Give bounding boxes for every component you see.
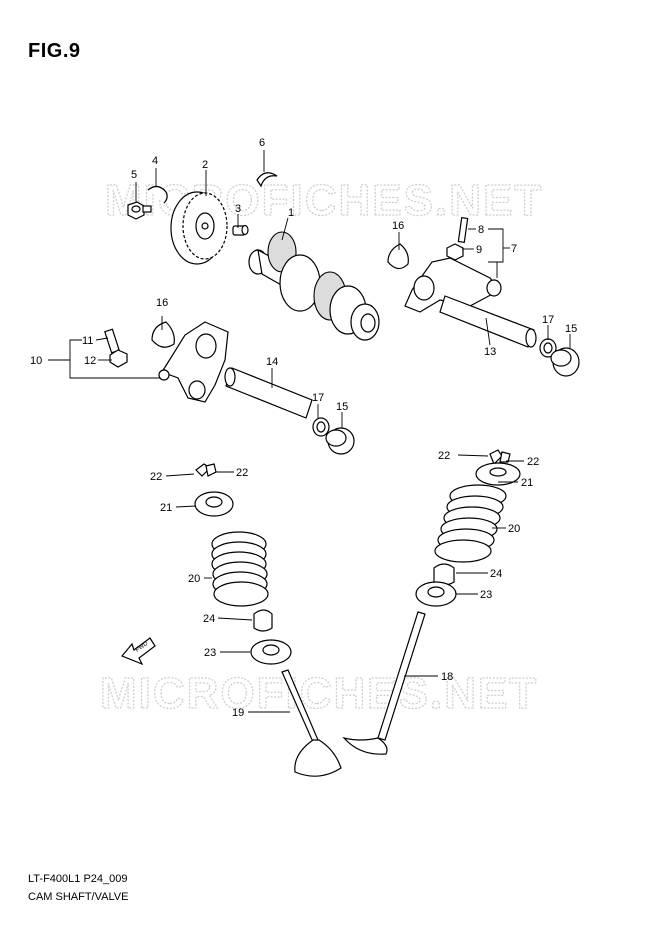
- callout-3: 3: [235, 203, 241, 215]
- callout-7: 7: [511, 243, 517, 255]
- callout-13: 13: [484, 346, 496, 358]
- callout-14: 14: [266, 356, 278, 368]
- callout-17-left: 17: [312, 392, 324, 404]
- callout-9: 9: [476, 244, 482, 256]
- figure-code: LT-F400L1 P24_009: [28, 873, 128, 885]
- valve-train-right-part: [342, 449, 521, 755]
- circlip-part: [256, 172, 278, 188]
- callout-24-left: 24: [203, 613, 215, 625]
- callout-22-right-b: 22: [527, 456, 539, 468]
- sprocket-bolt-part: [127, 201, 152, 220]
- cover-gasket-right-part: [387, 243, 409, 270]
- callout-20-right: 20: [508, 523, 520, 535]
- rocker-arm-right-part: [404, 217, 580, 377]
- callout-21-left: 21: [160, 502, 172, 514]
- callout-2: 2: [202, 159, 208, 171]
- callout-6: 6: [259, 137, 265, 149]
- figure-name: CAM SHAFT/VALVE: [28, 891, 129, 903]
- callout-10: 10: [30, 355, 42, 367]
- cover-gasket-left-part: [151, 321, 175, 348]
- watermark-top: MICROFICHES.NET: [105, 176, 543, 225]
- camshaft-part: [248, 231, 380, 341]
- valve-train-left-part: [194, 463, 342, 777]
- callout-15-left: 15: [336, 401, 348, 413]
- callout-18: 18: [441, 671, 453, 683]
- cam-sprocket-part: [170, 191, 228, 265]
- callout-22-right-a: 22: [438, 450, 450, 462]
- callout-4: 4: [152, 155, 158, 167]
- watermark-bottom: MICROFICHES.NET: [100, 669, 538, 718]
- rocker-arm-left-part: [104, 321, 355, 455]
- callout-21-right: 21: [521, 477, 533, 489]
- callout-11: 11: [82, 335, 93, 347]
- callout-20-left: 20: [188, 573, 200, 585]
- callout-23-right: 23: [480, 589, 492, 601]
- callout-23-left: 23: [204, 647, 216, 659]
- callout-5: 5: [131, 169, 137, 181]
- clip-part: [147, 185, 168, 204]
- forward-direction-arrow: [121, 637, 156, 666]
- callout-16-right: 16: [392, 220, 404, 232]
- callout-19: 19: [232, 707, 244, 719]
- figure-title: FIG.9: [28, 40, 81, 62]
- callout-numbers: 1 2 3 4 5 6 7 8 9 10 11 12 13 14 15 15 1…: [30, 137, 577, 719]
- callout-1: 1: [288, 207, 294, 219]
- callout-22-left-b: 22: [236, 467, 248, 479]
- callout-12: 12: [84, 355, 96, 367]
- dowel-pin-part: [232, 224, 249, 236]
- callout-8: 8: [478, 224, 484, 236]
- callout-16-left: 16: [156, 297, 168, 309]
- callout-24-right: 24: [490, 568, 502, 580]
- callout-17-right: 17: [542, 314, 554, 326]
- callout-15-right: 15: [565, 323, 577, 335]
- callout-22-left-a: 22: [150, 471, 162, 483]
- leader-lines: [48, 150, 571, 713]
